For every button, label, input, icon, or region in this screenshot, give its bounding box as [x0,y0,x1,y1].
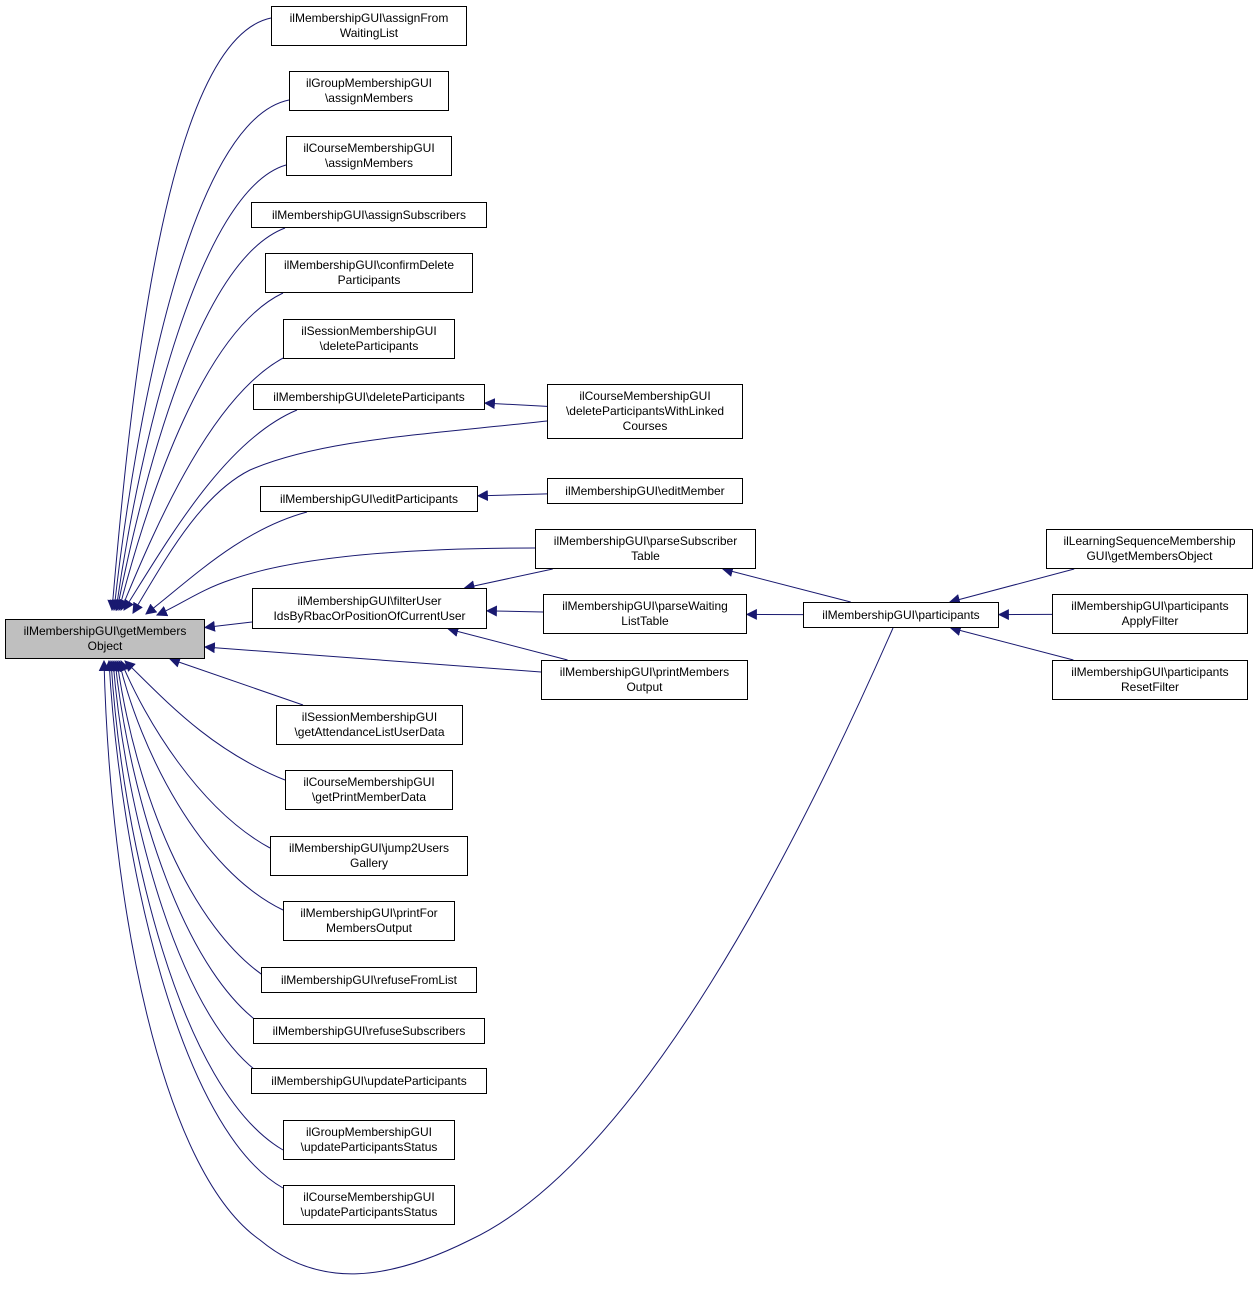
node-participants-reset-filter[interactable]: ilMembershipGUI\participants ResetFilter [1052,660,1248,700]
edge-refuseFromList-to-root [112,659,271,981]
node-assign-subscribers[interactable]: ilMembershipGUI\assignSubscribers [251,202,487,228]
edge-deleteParticipants-to-root [123,409,298,611]
edge-participants-to-root [98,627,894,1275]
edge-parseSubscriberTable-to-filterUserIds [463,568,553,592]
node-group-assign-members[interactable]: ilGroupMembershipGUI \assignMembers [289,71,449,111]
node-participants[interactable]: ilMembershipGUI\participants [803,602,999,628]
node-print-for-members-output[interactable]: ilMembershipGUI\printFor MembersOutput [283,901,455,941]
node-course-assign-members[interactable]: ilCourseMembershipGUI \assignMembers [286,136,452,176]
node-course-delete-participants-with-linked-courses[interactable]: ilCourseMembershipGUI \deleteParticipant… [547,384,743,439]
node-course-get-print-member-data[interactable]: ilCourseMembershipGUI \getPrintMemberDat… [285,770,453,810]
edge-courseGetPrintMemberData-to-root [124,660,286,781]
node-edit-member[interactable]: ilMembershipGUI\editMember [547,478,743,504]
edge-sessionDeleteParticipants-to-root [119,354,290,612]
edge-parseSubscriberTable-to-root [155,547,536,617]
edge-printMembersOutput-to-filterUserIds [447,626,568,661]
edge-printForMembersOutput-to-root [115,659,284,911]
edge-lsGetMembersObject-to-participants [948,568,1075,605]
node-edit-participants[interactable]: ilMembershipGUI\editParticipants [260,486,478,512]
node-assign-from-waiting-list[interactable]: ilMembershipGUI\assignFrom WaitingList [271,6,467,46]
node-group-update-participants-status[interactable]: ilGroupMembershipGUI \updateParticipants… [283,1120,455,1160]
edge-courseAssignMembers-to-root [111,164,287,612]
node-participants-apply-filter[interactable]: ilMembershipGUI\participants ApplyFilter [1052,594,1248,634]
edge-participantsResetFilter-to-participants [949,625,1074,661]
node-parse-waiting-list-table[interactable]: ilMembershipGUI\parseWaiting ListTable [543,594,747,634]
node-filter-user-ids[interactable]: ilMembershipGUI\filterUser IdsByRbacOrPo… [252,588,487,629]
edge-confirmDeleteParticipants-to-root [116,292,284,612]
edge-groupUpdateStatus-to-root [106,659,284,1151]
edge-filterUserIds-to-root [203,620,253,632]
node-jump2-users-gallery[interactable]: ilMembershipGUI\jump2Users Gallery [270,836,468,876]
node-session-delete-participants[interactable]: ilSessionMembershipGUI \deleteParticipan… [283,319,455,359]
edge-updateParticipants-to-root [108,659,271,1081]
node-refuse-from-list[interactable]: ilMembershipGUI\refuseFromList [261,967,477,993]
node-root-get-members-object: ilMembershipGUI\getMembers Object [5,619,205,659]
node-update-participants[interactable]: ilMembershipGUI\updateParticipants [251,1068,487,1094]
edge-sessionGetAttendance-to-root [168,657,304,706]
edge-editMember-to-editParticipants [476,490,548,502]
node-print-members-output[interactable]: ilMembershipGUI\printMembers Output [541,660,748,700]
node-session-get-attendance-list-user-data[interactable]: ilSessionMembershipGUI \getAttendanceLis… [276,705,463,745]
edge-assignSubscribers-to-root [113,227,286,612]
edge-refuseSubscribers-to-root [110,659,271,1031]
edge-parseWaitingListTable-to-filterUserIds [485,605,544,617]
edge-courseUpdateStatus-to-root [104,659,284,1189]
edge-participants-to-parseSubscriberTable [721,566,851,603]
edge-groupAssignMembers-to-root [109,99,290,612]
edge-jump2UsersGallery-to-root [119,659,271,849]
edge-printMembersOutput-to-root [203,642,542,673]
node-course-update-participants-status[interactable]: ilCourseMembershipGUI \updateParticipant… [283,1185,455,1225]
edge-editParticipants-to-root [145,511,308,615]
node-refuse-subscribers[interactable]: ilMembershipGUI\refuseSubscribers [253,1018,485,1044]
edge-courseDeleteLinked-to-deleteParticipants [483,398,548,410]
node-confirm-delete-participants[interactable]: ilMembershipGUI\confirmDelete Participan… [265,253,473,293]
edge-assignFromWaitingList-to-root [107,17,272,612]
edge-courseDeleteLinked-to-root [132,420,548,614]
node-delete-participants[interactable]: ilMembershipGUI\deleteParticipants [253,384,485,410]
node-parse-subscriber-table[interactable]: ilMembershipGUI\parseSubscriber Table [535,529,756,569]
node-learning-sequence-get-members-object[interactable]: ilLearningSequenceMembership GUI\getMemb… [1046,529,1253,569]
